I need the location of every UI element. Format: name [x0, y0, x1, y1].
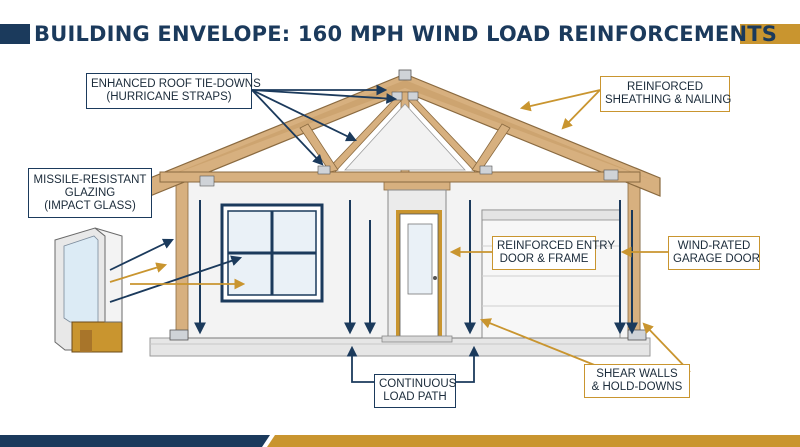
callout-roof-tie-downs-line1: ENHANCED ROOF TIE-DOWNS	[91, 78, 261, 90]
callout-roof-tie-downs-line2: (HURRICANE STRAPS)	[106, 91, 232, 103]
callout-garage-door-line2: GARAGE DOOR	[673, 253, 760, 265]
header-bars	[0, 24, 800, 44]
callout-load-path: CONTINUOUS LOAD PATH	[374, 374, 456, 408]
callout-shear-walls-line2: & HOLD-DOWNS	[591, 381, 683, 393]
page-title: BUILDING ENVELOPE: 160 MPH WIND LOAD REI…	[34, 22, 778, 46]
footer-bars	[0, 435, 800, 447]
callout-glazing: MISSILE-RESISTANT GLAZING (IMPACT GLASS)	[28, 168, 152, 218]
roof-tie-downs-leaders	[251, 84, 398, 166]
callout-garage-door: WIND-RATED GARAGE DOOR	[668, 236, 760, 270]
sheathing-leaders	[519, 89, 601, 130]
callout-load-path-line2: LOAD PATH	[383, 391, 447, 403]
callout-shear-walls-line1: SHEAR WALLS	[596, 368, 678, 380]
entry-door	[381, 181, 453, 343]
garage-door	[481, 209, 621, 339]
window	[220, 203, 324, 303]
hurricane-strap-icon	[398, 69, 412, 81]
impact-glass-section-icon	[54, 227, 123, 353]
callout-entry-door: REINFORCED ENTRY DOOR & FRAME	[492, 236, 615, 270]
callout-load-path-line1: CONTINUOUS	[379, 378, 457, 390]
callout-sheathing-line2: SHEATHING & NAILING	[605, 94, 732, 106]
callout-sheathing-line1: REINFORCED	[626, 81, 704, 93]
callout-entry-door-line2: DOOR & FRAME	[499, 253, 589, 265]
callout-glazing-line3: (IMPACT GLASS)	[44, 199, 136, 212]
callout-garage-door-line1: WIND-RATED	[677, 240, 751, 252]
callout-sheathing: REINFORCED SHEATHING & NAILING	[600, 76, 732, 112]
foundation-slab	[149, 337, 651, 357]
load-path-leaders	[346, 345, 480, 383]
callout-glazing-line1: MISSILE-RESISTANT	[33, 173, 147, 186]
callout-shear-walls: SHEAR WALLS & HOLD-DOWNS	[584, 364, 690, 398]
callout-glazing-line2: GLAZING	[64, 186, 116, 199]
glazing-leaders	[109, 238, 246, 303]
callout-entry-door-line1: REINFORCED ENTRY	[497, 240, 615, 252]
callout-roof-tie-downs: ENHANCED ROOF TIE-DOWNS (HURRICANE STRAP…	[86, 73, 261, 109]
load-path-arrows	[194, 200, 638, 335]
roof-truss	[149, 69, 661, 197]
